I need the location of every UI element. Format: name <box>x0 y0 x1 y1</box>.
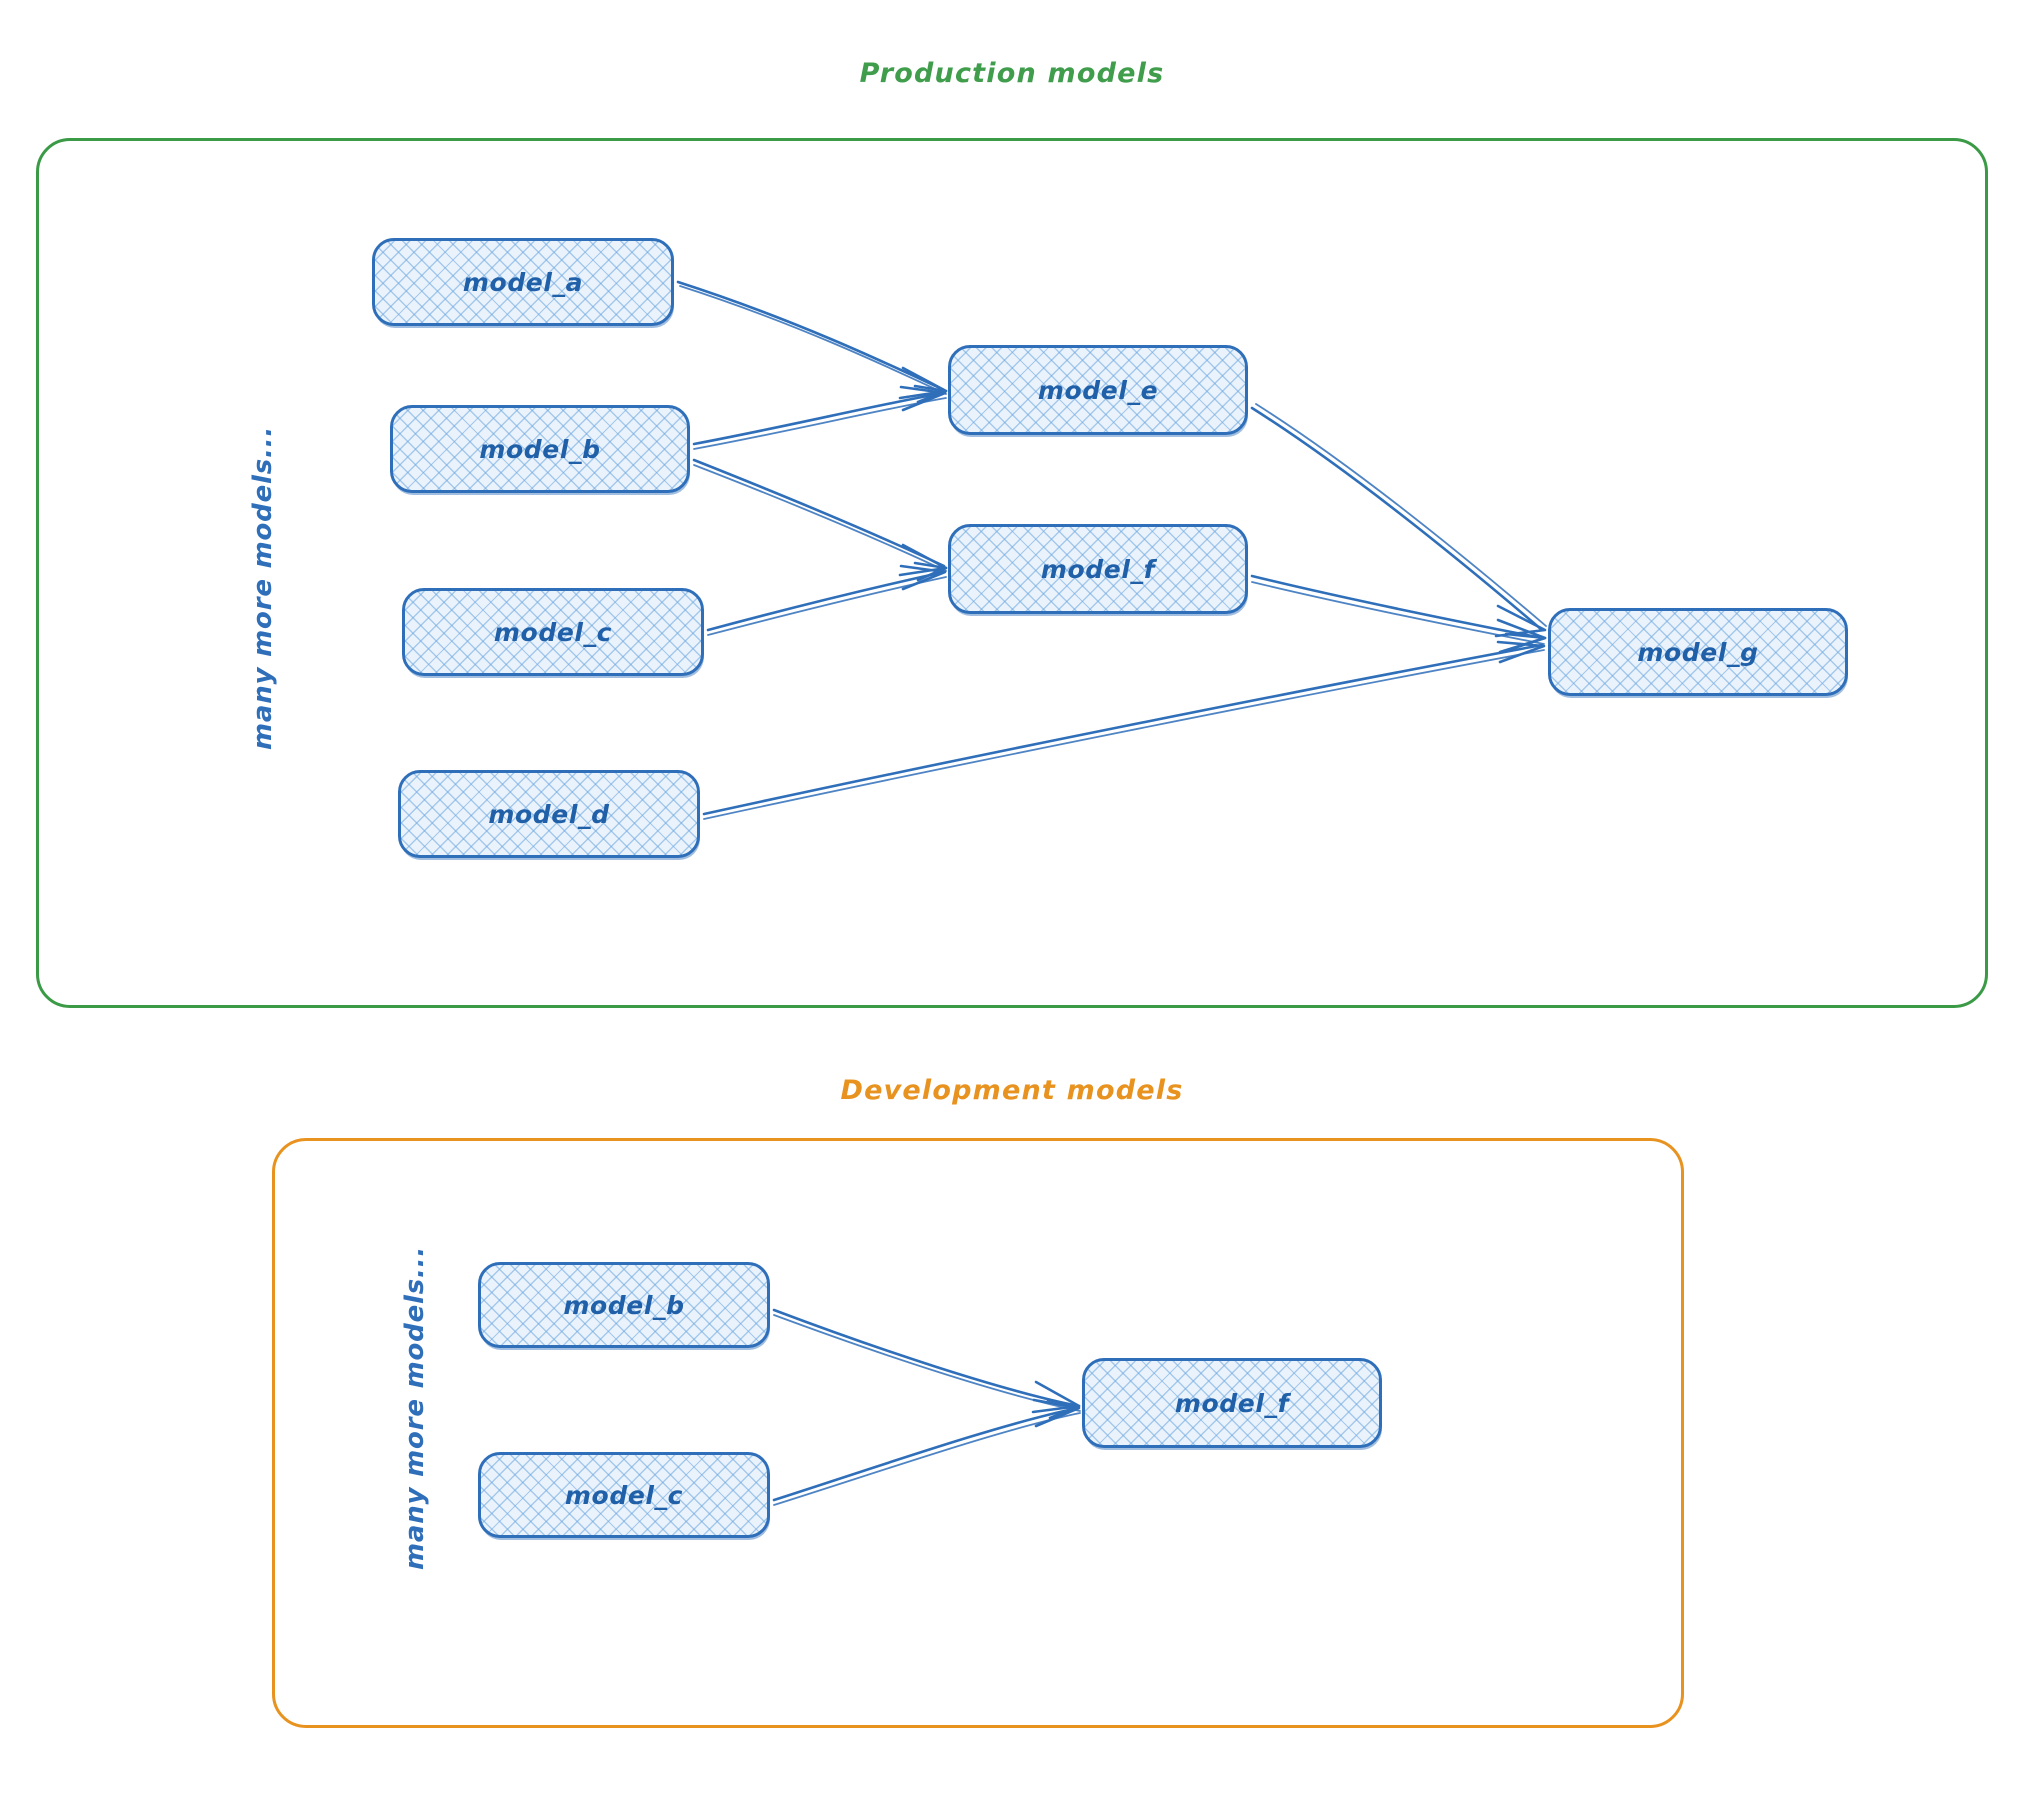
node-label: model_b <box>563 1290 685 1320</box>
node-label: model_b <box>479 434 601 464</box>
node-label: model_g <box>1637 637 1759 667</box>
node-model-a-production[interactable]: model_a <box>372 238 674 326</box>
node-model-b-development[interactable]: model_b <box>478 1262 770 1348</box>
node-label: model_e <box>1037 375 1159 405</box>
node-model-d-production[interactable]: model_d <box>398 770 700 858</box>
node-label: model_f <box>1040 554 1156 584</box>
production-group-box <box>36 138 1988 1008</box>
node-label: model_f <box>1174 1388 1290 1418</box>
production-group-title: Production models <box>859 58 1165 89</box>
node-label: model_d <box>488 799 610 829</box>
node-model-f-production[interactable]: model_f <box>948 524 1248 614</box>
node-model-c-development[interactable]: model_c <box>478 1452 770 1538</box>
node-model-f-development[interactable]: model_f <box>1082 1358 1382 1448</box>
node-label: model_c <box>564 1480 684 1510</box>
node-model-b-production[interactable]: model_b <box>390 405 690 493</box>
development-group-box <box>272 1138 1684 1728</box>
node-model-g-production[interactable]: model_g <box>1548 608 1848 696</box>
development-group-title: Development models <box>840 1075 1184 1106</box>
production-many-more-models-note: many more models... <box>248 425 278 750</box>
development-many-more-models-note: many more models... <box>400 1245 430 1570</box>
node-model-e-production[interactable]: model_e <box>948 345 1248 435</box>
node-label: model_a <box>462 267 584 297</box>
node-model-c-production[interactable]: model_c <box>402 588 704 676</box>
node-label: model_c <box>493 617 613 647</box>
